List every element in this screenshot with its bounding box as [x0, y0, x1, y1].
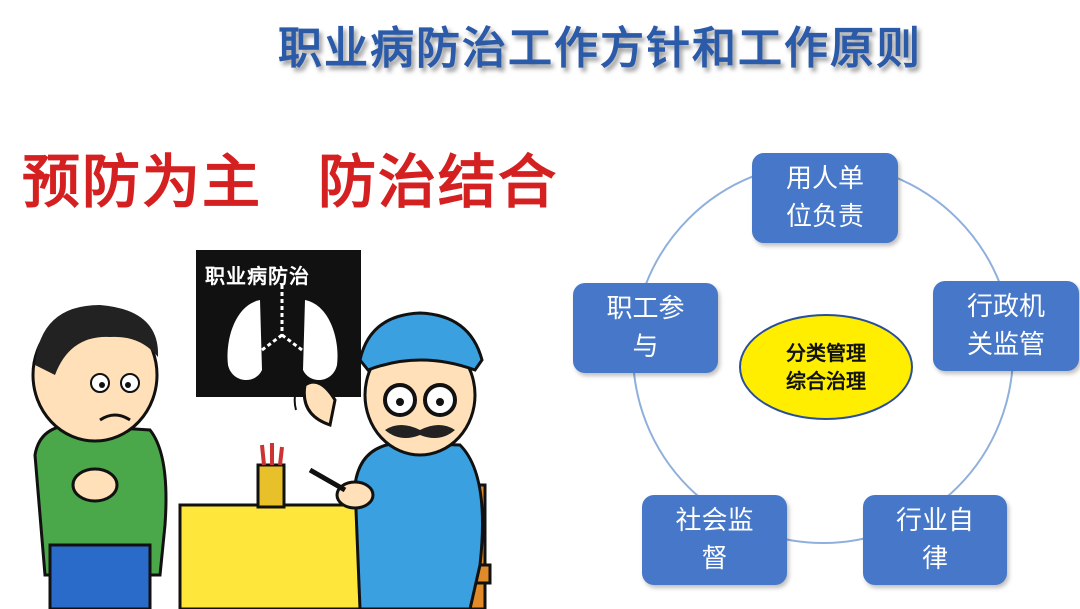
doctor-raised-hand	[302, 380, 337, 427]
node-industry-self-discipline: 行业自律	[863, 495, 1007, 585]
center-line-1: 分类管理	[786, 341, 866, 365]
pen-holder	[256, 463, 286, 509]
center-line-2: 综合治理	[786, 369, 866, 393]
page-title: 职业病防治工作方针和工作原则	[278, 23, 922, 74]
lung-right-icon	[303, 300, 338, 381]
slogan-prevention: 预防为主	[22, 148, 263, 216]
doctor-cap	[358, 311, 484, 372]
lung-left-icon	[227, 300, 262, 381]
node-administrative-supervision: 行政机关监管	[933, 281, 1079, 371]
center-ellipse: 分类管理 综合治理	[739, 314, 913, 420]
xray-label: 职业病防治	[205, 264, 310, 288]
slogan-combination: 防治结合	[318, 148, 559, 216]
node-employer-responsibility: 用人单位负责	[752, 153, 898, 243]
patient-hand	[71, 467, 119, 503]
desk	[178, 503, 387, 609]
patient-hair	[35, 305, 159, 375]
doctor-patient-illustration	[31, 250, 492, 609]
doctor-mustache	[385, 425, 455, 439]
node-social-supervision: 社会监督	[642, 495, 787, 585]
pen	[308, 467, 347, 493]
patient-legs	[48, 543, 152, 609]
doctor-body	[353, 441, 484, 609]
node-worker-participation: 职工参与	[573, 283, 718, 373]
